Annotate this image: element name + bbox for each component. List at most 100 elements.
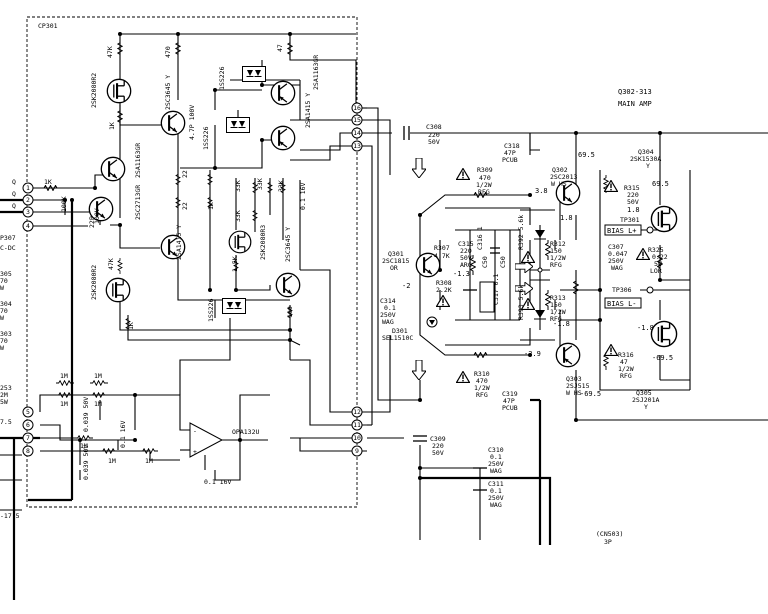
labels-c310-ref: C310 bbox=[488, 446, 504, 454]
labels-q302-v2: W HS bbox=[551, 180, 567, 188]
pin-right-10-circle bbox=[351, 432, 363, 444]
left-edge-label: 70 bbox=[0, 337, 8, 345]
rails-v18n: -1.8 bbox=[637, 324, 654, 332]
pin-right-15-circle bbox=[351, 114, 363, 126]
vertical-label: 22 bbox=[181, 170, 189, 178]
vertical-label: C316 1 bbox=[476, 226, 484, 250]
rails-v39n: -3.9 bbox=[524, 350, 541, 358]
opamp-symbol bbox=[189, 422, 224, 458]
jfet-top-left bbox=[106, 78, 132, 104]
pin-right-16-circle bbox=[351, 102, 363, 114]
vertical-label: 47 bbox=[276, 44, 284, 52]
left-edge-label: 7.5 bbox=[0, 418, 12, 426]
labels-c319-v1: 47P bbox=[503, 397, 515, 405]
labels-tp301: TP301 bbox=[620, 216, 640, 224]
rails-v18: 1.8 bbox=[560, 214, 573, 222]
labels-r309-ref: R309 bbox=[477, 166, 493, 174]
labels-c311-v3: WAG bbox=[490, 501, 502, 509]
labels-q303-v2: W HS bbox=[566, 389, 582, 397]
diode-pair-1ss226-a bbox=[242, 66, 266, 82]
labels-r316-v3: RFG bbox=[620, 372, 632, 380]
labels-q301-v2: OR bbox=[390, 264, 398, 272]
pin-right-14: 14 bbox=[353, 129, 361, 137]
pin-left-2: 2 bbox=[26, 196, 30, 204]
labels-q303-ref: Q303 bbox=[566, 375, 582, 383]
labels-r310-v2: 1/2W bbox=[474, 384, 490, 392]
labels-c310-v3: WAG bbox=[490, 467, 502, 475]
warning-icon-r309 bbox=[456, 168, 470, 180]
labels-q302-ref: Q302 bbox=[552, 166, 568, 174]
vertical-label: 33K bbox=[234, 210, 242, 222]
labels-c319-v2: PCUB bbox=[502, 404, 518, 412]
labels-c308-v2: 50V bbox=[428, 138, 440, 146]
vertical-label: 1K bbox=[108, 122, 116, 130]
labels-c314-v2: 250V bbox=[380, 311, 396, 319]
pin-left-4: 4 bbox=[26, 222, 30, 230]
label-1m: 1M bbox=[145, 457, 153, 465]
thick-wiring bbox=[0, 198, 552, 600]
bias-arrow-top bbox=[412, 158, 426, 178]
section-ref: Q302-313 bbox=[618, 88, 652, 96]
labels-r315-ref: R315 bbox=[624, 184, 640, 192]
connector-ref: (CN503) bbox=[596, 530, 623, 538]
rails-v18: 1.8 bbox=[627, 206, 640, 214]
vertical-label: 2SA1163GR bbox=[312, 55, 320, 90]
opamp-decoupling: 0.1 16V bbox=[204, 478, 231, 486]
vertical-label: 33K bbox=[256, 178, 264, 190]
vertical-label: 2SA1415 Y bbox=[304, 93, 312, 128]
labels-c315-ref: C315 bbox=[458, 240, 474, 248]
vertical-label: 2SK2080R2 bbox=[90, 265, 98, 300]
labels-r315-v1: 220 bbox=[627, 191, 639, 199]
labels-r312-v3: RFG bbox=[550, 261, 562, 269]
vertical-label: 0.1 16V bbox=[119, 421, 127, 448]
left-edge-label: W bbox=[0, 284, 4, 292]
vertical-label: 0.1 16V bbox=[299, 183, 307, 210]
label-1m: 1M bbox=[94, 372, 102, 380]
pin-right-13-circle bbox=[351, 140, 363, 152]
labels-r312-v1: 150 bbox=[550, 247, 562, 255]
labels-d301-v1: SEL1510C bbox=[382, 334, 413, 342]
labels-c307-v1: 0.047 bbox=[608, 250, 628, 258]
labels-r308-v1: 2.2K bbox=[436, 286, 452, 294]
vertical-label: 1SS226 bbox=[207, 298, 215, 322]
rails-v2n: -2 bbox=[402, 282, 410, 290]
pin-left-4-circle bbox=[22, 220, 34, 232]
vertical-label: 100V bbox=[93, 208, 101, 224]
pin-right-13: 13 bbox=[353, 142, 361, 150]
vertical-label: C50 bbox=[481, 256, 489, 268]
rails-v38: 3.8 bbox=[535, 187, 548, 195]
vertical-label: 22 bbox=[181, 202, 189, 210]
labels-r325-ref: R325 bbox=[648, 246, 664, 254]
bias-lp-box bbox=[604, 224, 642, 236]
labels-q304-v2: Y bbox=[646, 162, 650, 170]
label-1m: 1M bbox=[94, 400, 102, 408]
pin-left-6: 6 bbox=[26, 421, 30, 429]
labels-c311-v2: 250V bbox=[488, 494, 504, 502]
left-edge-label: 304 bbox=[0, 300, 12, 308]
vertical-label: C50 bbox=[499, 256, 507, 268]
labels-c318-ref: C318 bbox=[504, 142, 520, 150]
pin-left-1-circle bbox=[22, 182, 34, 194]
vertical-label: 1SS226 bbox=[202, 126, 210, 150]
label-1m: 1M bbox=[60, 372, 68, 380]
labels-r310-v3: RFG bbox=[476, 391, 488, 399]
pin-left-8: 8 bbox=[26, 447, 30, 455]
vertical-label: 2SA1163GR bbox=[134, 143, 142, 178]
left-edge-label: W bbox=[0, 344, 4, 352]
q303-transistor bbox=[555, 342, 581, 368]
labels-q303-v1: 2SJ515 bbox=[566, 382, 590, 390]
labels-c314-ref: C314 bbox=[380, 297, 396, 305]
vertical-label: C317 0.1 bbox=[492, 274, 500, 305]
labels-r313-v3: RFG bbox=[550, 315, 562, 323]
labels-c308-ref: C308 bbox=[426, 123, 442, 131]
labels-c311-ref: C311 bbox=[488, 480, 504, 488]
connector-pins: 3P bbox=[604, 538, 612, 546]
pin-right-10: 10 bbox=[353, 434, 361, 442]
labels-q304-ref: Q304 bbox=[638, 148, 654, 156]
vertical-label: 33K bbox=[277, 180, 285, 192]
labels-c309-v1: 220 bbox=[432, 442, 444, 450]
vertical-label: 2SC3645 Y bbox=[164, 75, 172, 110]
pin-right-9-circle bbox=[351, 445, 363, 457]
labels-tp306: TP306 bbox=[612, 286, 632, 294]
